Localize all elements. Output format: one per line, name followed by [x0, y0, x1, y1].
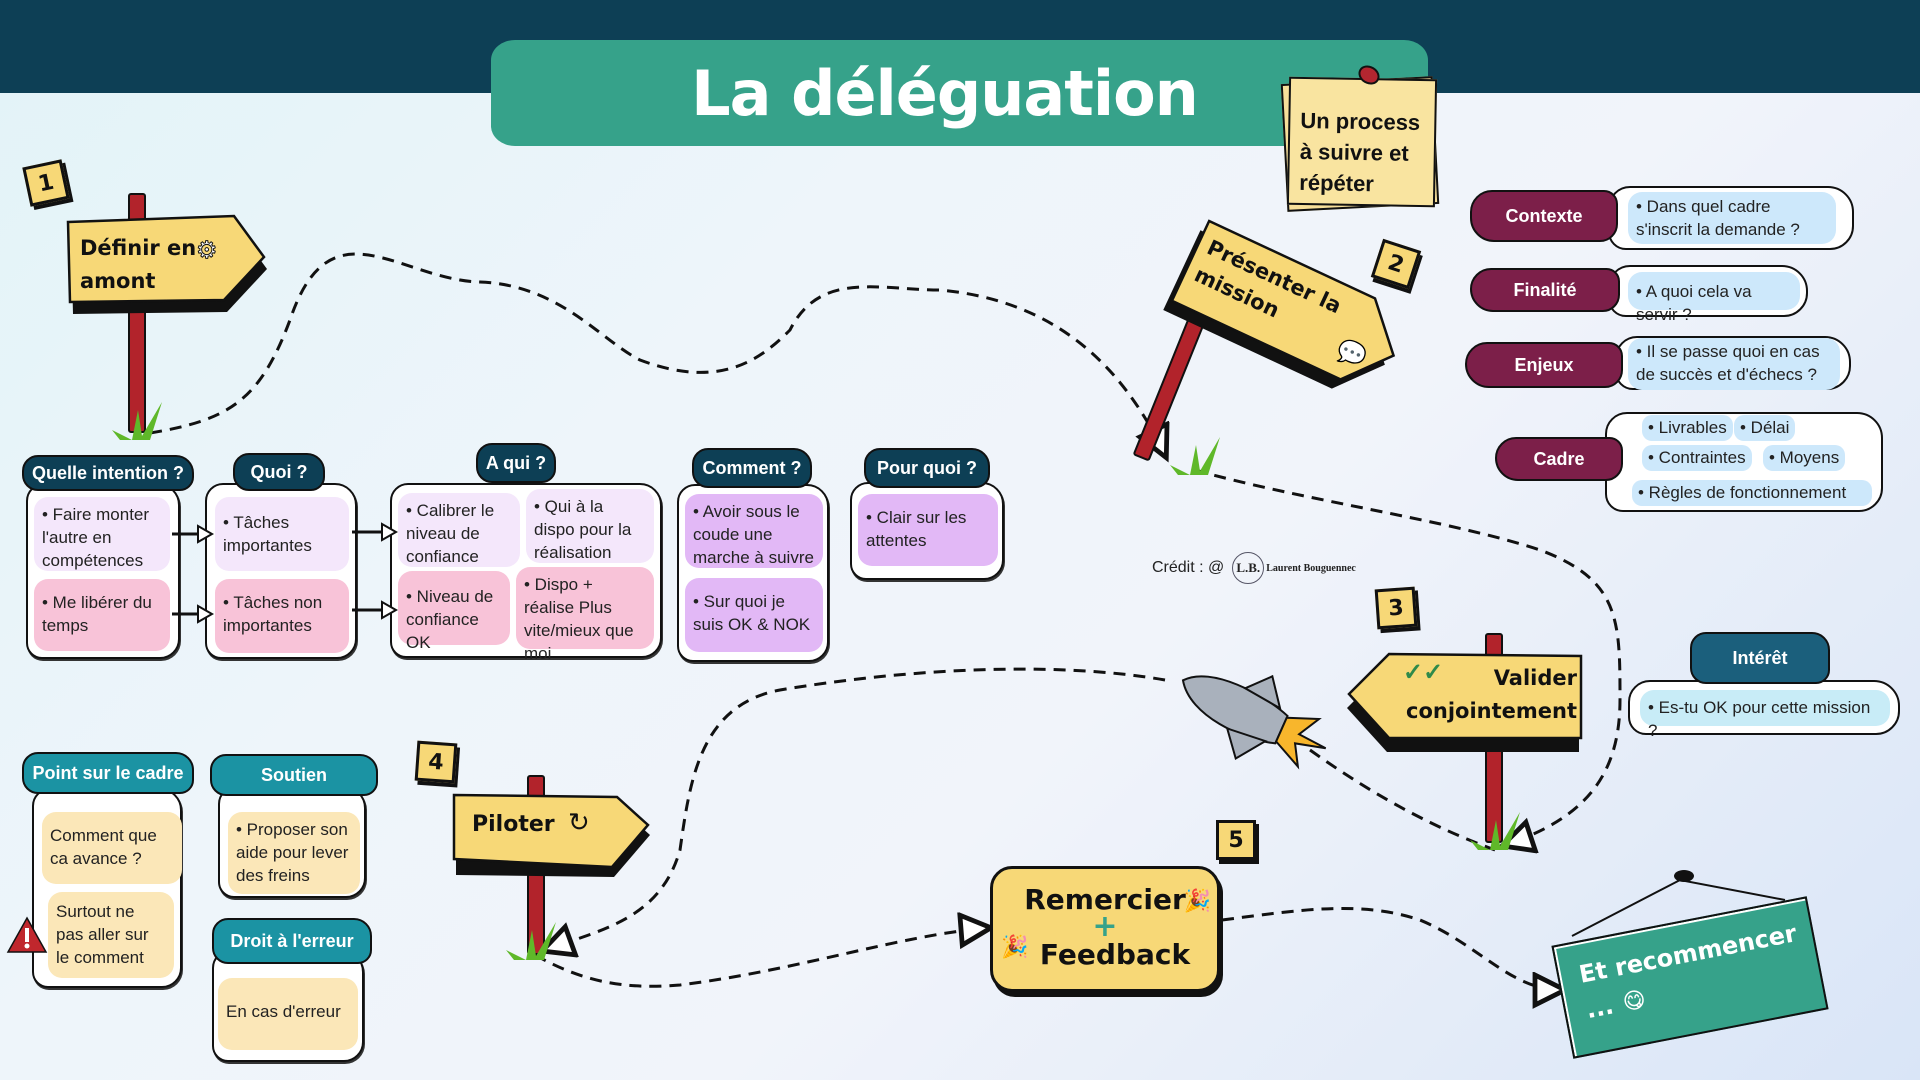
- list-item: • Sur quoi je suis OK & NOK: [685, 578, 823, 652]
- comment-title: Comment ?: [692, 448, 812, 488]
- list-item: • Qui à la dispo pour la réalisation: [526, 489, 654, 563]
- quoi-title: Quoi ?: [233, 453, 325, 491]
- author-logo: L.B.: [1232, 552, 1265, 584]
- list-item: En cas d'erreur: [218, 978, 358, 1050]
- list-item: Surtout ne pas aller sur le comment: [48, 892, 174, 978]
- grass-icon: [1470, 812, 1520, 850]
- list-item: • Tâches importantes: [215, 497, 349, 571]
- list-item: • Avoir sous le coude une marche à suivr…: [685, 494, 823, 568]
- finalite-text: • A quoi cela va servir ?: [1628, 272, 1800, 324]
- cycle-arrows-icon: ↻: [568, 807, 590, 837]
- step-number-badge: 4: [414, 740, 458, 784]
- a-qui-card: A qui ? • Calibrer le niveau de confianc…: [390, 443, 665, 663]
- step-3-sign: ✓✓ Valider conjointement: [1347, 652, 1583, 752]
- cadre-chip: • Délai: [1734, 415, 1796, 441]
- title-banner: La déléguation: [491, 40, 1428, 146]
- cadre-chip: • Contraintes: [1642, 445, 1752, 471]
- soutien-card: Soutien • Proposer son aide pour lever d…: [210, 752, 380, 902]
- step-4-label: Piloter: [472, 812, 555, 837]
- path-rocket-trail: [545, 667, 1166, 950]
- party-popper-icon: 🎉: [1183, 889, 1211, 914]
- rocket-icon: [1181, 674, 1327, 770]
- grass-icon: [112, 402, 162, 440]
- credit: Crédit : @ L.B. Laurent Bouguennec: [1152, 552, 1356, 584]
- step-1-label: Définir en amont: [80, 236, 197, 293]
- quelle-intention-title: Quelle intention ?: [22, 455, 194, 491]
- party-popper-icon: 🎉: [1001, 935, 1029, 960]
- contexte-text: • Dans quel cadre s'inscrit la demande ?: [1628, 192, 1836, 244]
- arrow-icon: [381, 600, 399, 620]
- warning-icon: [6, 916, 48, 953]
- credit-prefix: Crédit : @: [1152, 559, 1225, 576]
- path-step4-to-step5: [534, 928, 988, 988]
- comment-card: Comment ? • Avoir sous le coude une marc…: [677, 448, 832, 663]
- arrow-icon: [197, 524, 215, 544]
- droit-erreur-card: Droit à l'erreur En cas d'erreur: [212, 918, 372, 1063]
- list-item: • Faire monter l'autre en compétences: [34, 497, 170, 571]
- grass-icon: [506, 922, 556, 960]
- enjeux-label: Enjeux: [1465, 342, 1623, 388]
- contexte-label: Contexte: [1470, 190, 1618, 242]
- step-4-sign: Piloter ↻: [452, 793, 674, 883]
- path-step5-to-final: [1221, 906, 1562, 990]
- double-check-icon: ✓✓: [1403, 659, 1444, 686]
- page-title: La déléguation: [691, 56, 1199, 130]
- cadre-chip: • Livrables: [1642, 415, 1733, 441]
- grass-icon: [1170, 437, 1220, 475]
- cadre-chip: • Règles de fonctionnement: [1632, 480, 1872, 506]
- emoji-icon: 😋: [1620, 986, 1648, 1016]
- step-5-box: Remercier + Feedback 🎉 🎉: [990, 866, 1220, 992]
- droit-erreur-title: Droit à l'erreur: [212, 918, 372, 964]
- list-item: • Clair sur les attentes: [858, 494, 998, 566]
- list-item: Comment que ca avance ?: [42, 812, 182, 884]
- ellipsis: ...: [1583, 991, 1616, 1025]
- hanging-string: [1571, 870, 1786, 937]
- enjeux-text: • Il se passe quoi en cas de succès et d…: [1628, 338, 1840, 390]
- arrow-icon: [381, 522, 399, 542]
- path-rocket-to-step3: [1309, 748, 1496, 852]
- step-3-label: Valider conjointement: [1406, 666, 1577, 723]
- step-number-badge: 5: [1216, 820, 1256, 860]
- list-item: • Proposer son aide pour lever des frein…: [228, 812, 360, 894]
- plus-sign: +: [1092, 909, 1118, 944]
- cadre-chip: • Moyens: [1763, 445, 1846, 471]
- author-name: Laurent Bouguennec: [1266, 562, 1356, 574]
- quelle-intention-card: Quelle intention ? • Faire monter l'autr…: [22, 455, 194, 660]
- gears-icon: ⚙: [196, 237, 218, 265]
- list-item: • Tâches non importantes: [215, 579, 349, 653]
- list-item: • Calibrer le niveau de confiance: [398, 493, 520, 567]
- step-1-sign: Définir en amont ⚙: [66, 212, 267, 324]
- step-number-badge: 3: [1374, 586, 1418, 630]
- step-5-label-line1: Remercier: [1024, 883, 1186, 916]
- path-step1-to-step2: [149, 252, 1165, 455]
- finalite-label: Finalité: [1470, 268, 1620, 312]
- cadre-label: Cadre: [1495, 437, 1623, 481]
- point-cadre-card: Point sur le cadre Comment que ca avance…: [22, 752, 197, 992]
- step-2-sign: Présenter la mission 💬: [1163, 217, 1418, 414]
- pour-quoi-title: Pour quoi ?: [864, 448, 990, 488]
- soutien-title: Soutien: [210, 754, 378, 796]
- a-qui-title: A qui ?: [476, 443, 556, 483]
- arrow-icon: [197, 604, 215, 624]
- list-item: • Dispo + réalise Plus vite/mieux que mo…: [516, 567, 654, 663]
- path-step2-to-step3: [1194, 468, 1622, 845]
- interet-text: • Es-tu OK pour cette mission ?: [1640, 690, 1890, 740]
- pour-quoi-card: Pour quoi ? • Clair sur les attentes: [850, 448, 1006, 583]
- list-item: • Niveau de confiance OK: [398, 571, 510, 652]
- quoi-card: Quoi ? • Tâches importantes • Tâches non…: [205, 453, 365, 660]
- step-5-label-line2: Feedback: [1039, 938, 1191, 971]
- point-cadre-title: Point sur le cadre: [22, 752, 194, 794]
- interet-title: Intérêt: [1690, 632, 1830, 684]
- list-item: • Me libérer du temps: [34, 579, 170, 651]
